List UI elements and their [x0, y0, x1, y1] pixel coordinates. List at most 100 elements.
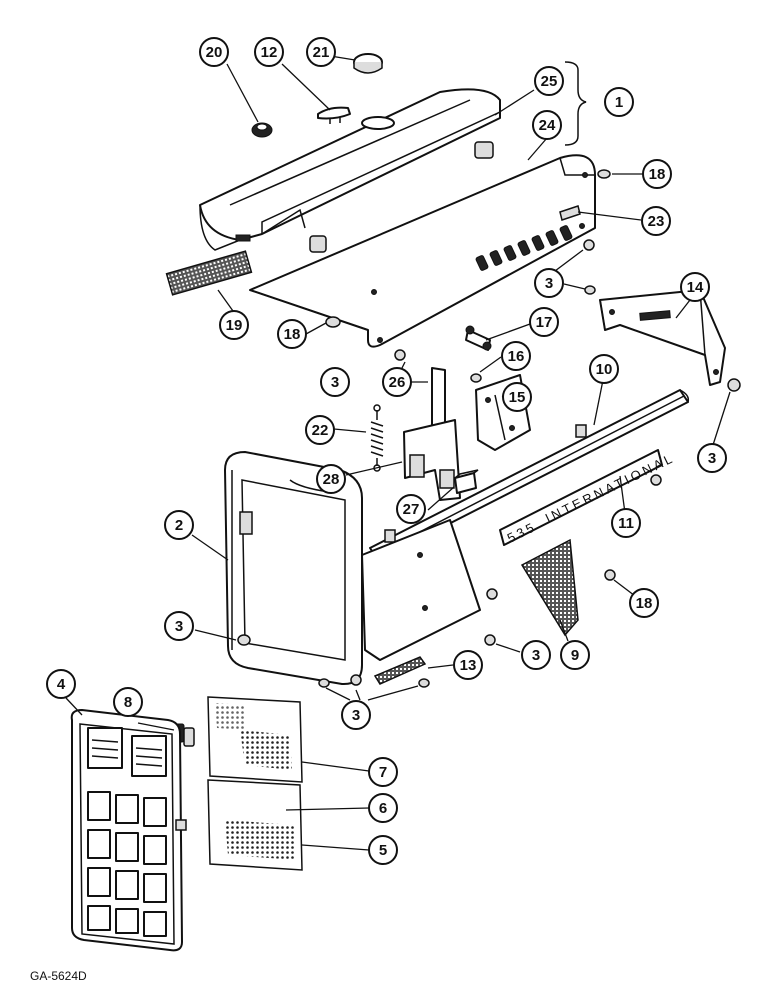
callout-label: 21 [313, 44, 330, 61]
callout-18-left: 18 [277, 319, 307, 349]
callout-label: 15 [509, 389, 526, 406]
nut [418, 678, 430, 688]
callout-6: 6 [368, 793, 398, 823]
hood-top-panel [199, 88, 501, 253]
callout-label: 17 [536, 314, 553, 331]
callout-19: 19 [219, 310, 249, 340]
nut [325, 316, 341, 328]
nut [650, 474, 662, 486]
screen-upper [207, 696, 303, 783]
callout-3-right: 3 [697, 443, 727, 473]
callout-label: 26 [389, 374, 406, 391]
callout-28: 28 [316, 464, 346, 494]
reflector-decal [165, 250, 253, 296]
hood-side-panel [249, 154, 596, 348]
nut [727, 378, 741, 392]
model-emblem: 535 INTERNATIONAL [499, 449, 677, 546]
callout-label: 3 [545, 275, 553, 292]
callout-label: 7 [379, 764, 387, 781]
callout-24: 24 [532, 110, 562, 140]
leader-lines [65, 53, 731, 851]
figure-reference: GA-5624D [30, 969, 87, 983]
callout-label: 3 [352, 707, 360, 724]
assembly-bracket [564, 61, 587, 146]
nut [484, 634, 496, 646]
callout-label: 23 [648, 213, 665, 230]
screen-lower [207, 779, 303, 871]
latch-bracket [403, 367, 461, 501]
callout-label: 4 [57, 676, 66, 693]
callout-20: 20 [199, 37, 229, 67]
hood-latch [317, 106, 351, 124]
callout-label: 19 [226, 317, 243, 334]
nut [597, 169, 611, 179]
callout-label: 3 [175, 618, 183, 635]
callout-label: 12 [261, 44, 278, 61]
callout-3-bottom: 3 [341, 700, 371, 730]
callout-11: 11 [611, 508, 641, 538]
callout-label: 18 [284, 326, 301, 343]
callout-27: 27 [396, 494, 426, 524]
callout-label: 2 [175, 517, 183, 534]
grille-openings [87, 727, 167, 937]
callout-2: 2 [164, 510, 194, 540]
callout-18-lower: 18 [629, 588, 659, 618]
callout-label: 11 [618, 515, 634, 532]
callout-21: 21 [306, 37, 336, 67]
front-grille [70, 709, 187, 952]
callout-label: 9 [571, 647, 579, 664]
nut [486, 588, 498, 600]
nut [584, 285, 596, 295]
callout-7: 7 [368, 757, 398, 787]
callout-label: 18 [649, 166, 666, 183]
callout-label: 20 [206, 44, 223, 61]
callout-label: 5 [379, 842, 387, 859]
side-plate [361, 519, 481, 661]
nut [350, 674, 362, 686]
callout-label: 3 [532, 647, 540, 664]
callout-label: 22 [312, 422, 329, 439]
callout-label: 8 [124, 694, 132, 711]
emblem-model-text: 535 [505, 519, 539, 546]
callout-25: 25 [534, 66, 564, 96]
callout-12: 12 [254, 37, 284, 67]
grommet [251, 122, 273, 138]
nut [583, 239, 595, 251]
callout-3-side: 3 [534, 268, 564, 298]
callout-label: 3 [331, 374, 339, 391]
callout-10: 10 [589, 354, 619, 384]
callout-22: 22 [305, 415, 335, 445]
side-screen [520, 538, 579, 637]
filler-cap [353, 53, 383, 74]
callout-label: 14 [687, 279, 704, 296]
radiator-shell [224, 451, 363, 686]
tension-spring [370, 404, 384, 472]
callout-16: 16 [501, 341, 531, 371]
rear-support-bracket [599, 289, 726, 386]
callout-8: 8 [113, 687, 143, 717]
callout-3-center: 3 [320, 367, 350, 397]
nut [604, 569, 616, 581]
callout-1: 1 [604, 87, 634, 117]
air-vent-slots [475, 225, 573, 271]
rubber-block [454, 469, 479, 494]
callout-4: 4 [46, 669, 76, 699]
callout-9: 9 [560, 640, 590, 670]
callout-3-grille-left: 3 [164, 611, 194, 641]
callout-13: 13 [453, 650, 483, 680]
callout-14: 14 [680, 272, 710, 302]
hood-clip [465, 325, 492, 351]
callout-label: 13 [460, 657, 477, 674]
callout-18-upper: 18 [642, 159, 672, 189]
callout-15: 15 [502, 382, 532, 412]
callout-label: 27 [403, 501, 420, 518]
nut [470, 373, 482, 383]
callout-5: 5 [368, 835, 398, 865]
callout-label: 1 [615, 94, 623, 111]
callout-label: 18 [636, 595, 653, 612]
callout-3-grille-right: 3 [521, 640, 551, 670]
callout-label: 10 [596, 361, 613, 378]
callout-label: 6 [379, 800, 387, 817]
callout-label: 3 [708, 450, 716, 467]
